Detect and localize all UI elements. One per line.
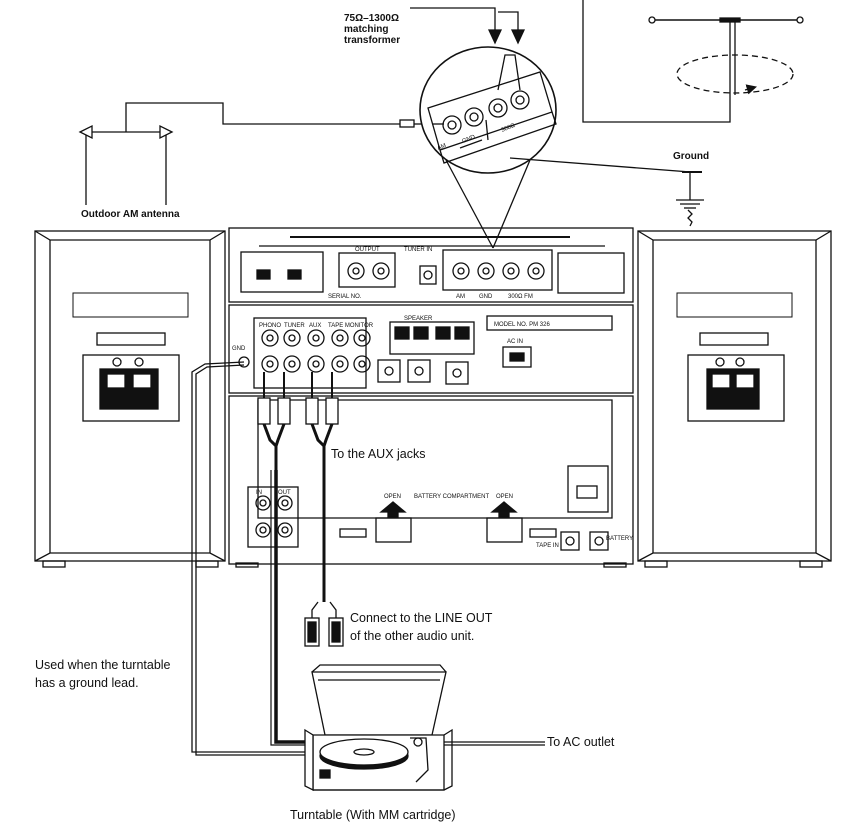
panel-tuner-label: TUNER	[284, 323, 305, 329]
cassette-unit	[228, 395, 634, 568]
panel-speaker-label: SPEAKER	[404, 316, 433, 322]
panel-battery-label: BATTERY	[606, 536, 633, 542]
zoom-am-label: AM	[437, 143, 448, 152]
ground-drawing	[509, 157, 704, 227]
tuner-unit	[228, 227, 634, 303]
zoom-fm-label: 300Ω	[501, 123, 517, 134]
right-speaker	[637, 230, 832, 568]
outdoor-am-label: Outdoor AM antenna	[81, 209, 180, 220]
panel-open-right-label: OPEN	[496, 494, 513, 500]
transformer-label-line3: transformer	[344, 35, 401, 46]
transformer-label-line1: 75Ω–1300Ω	[344, 13, 399, 24]
panel-tuner-in-label: TUNER IN	[404, 247, 432, 253]
transformer-arrows	[410, 7, 526, 45]
cables	[191, 361, 545, 756]
fm-antenna-drawing	[582, 0, 804, 123]
panel-open-left-label: OPEN	[384, 494, 401, 500]
ac-outlet-label: To AC outlet	[547, 735, 615, 749]
transformer-label-line2: matching	[344, 24, 389, 35]
amplifier-unit	[228, 304, 634, 394]
connect-label-line1: Connect to the LINE OUT	[350, 611, 493, 625]
panel-gnd-jack-label: GND	[232, 346, 246, 352]
panel-tape-monitor-label: TAPE MONITOR	[328, 323, 374, 329]
ground-note-line2: has a ground lead.	[35, 676, 139, 690]
panel-aux-label: AUX	[309, 323, 321, 329]
panel-tape-in-label: TAPE IN	[536, 543, 559, 549]
zoom-magnifier	[419, 46, 557, 249]
left-speaker	[34, 230, 226, 568]
panel-phono-label: PHONO	[259, 323, 281, 329]
connect-label-line2: of the other audio unit.	[350, 629, 475, 643]
panel-battery-compartment-label: BATTERY COMPARTMENT	[414, 494, 489, 500]
panel-gnd-label: GND	[479, 294, 493, 300]
panel-fm-label: 300Ω FM	[508, 294, 533, 300]
turntable-drawing	[304, 664, 453, 792]
ground-label: Ground	[673, 151, 710, 162]
am-antenna-drawing	[78, 102, 430, 205]
ground-note-line1: Used when the turntable	[35, 658, 171, 672]
panel-serial-label: SERIAL NO.	[328, 294, 362, 300]
panel-in-label: IN	[256, 490, 262, 496]
panel-model-label: MODEL NO. PM 326	[494, 322, 550, 328]
panel-output-label: OUTPUT	[355, 247, 380, 253]
zoom-gnd-label: GND	[462, 134, 477, 145]
turntable-label: Turntable (With MM cartridge)	[290, 808, 456, 822]
panel-out-label: OUT	[278, 490, 291, 496]
aux-jacks-label: To the AUX jacks	[331, 447, 426, 461]
panel-am-label: AM	[456, 294, 465, 300]
panel-ac-in-label: AC IN	[507, 339, 523, 345]
